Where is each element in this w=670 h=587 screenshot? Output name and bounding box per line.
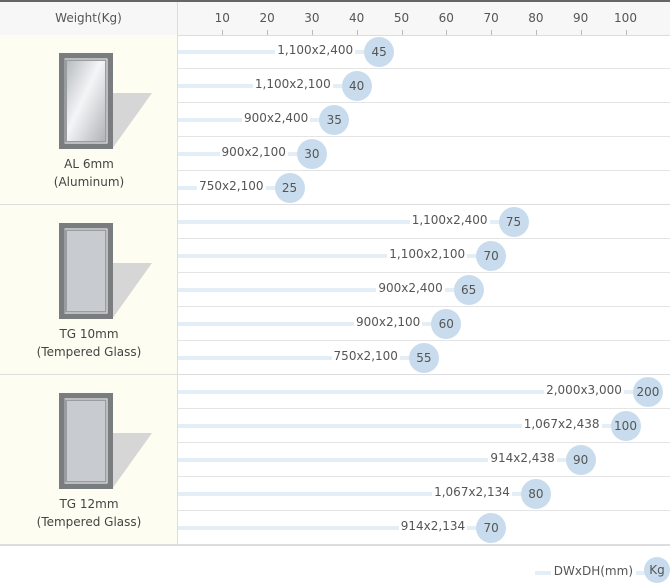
value-bar <box>178 458 581 462</box>
group-name-line1: TG 10mm <box>59 327 119 341</box>
x-tick-mark <box>535 30 537 35</box>
x-tick-label: 10 <box>214 11 230 25</box>
value-bubble: 25 <box>274 173 305 203</box>
group-name-line2: (Tempered Glass) <box>36 345 142 359</box>
data-row: 900x2,100 30 <box>178 137 670 171</box>
x-tick-label: 50 <box>393 11 410 25</box>
legend: DWxDH(mm) Kg <box>535 557 670 587</box>
data-row: 1,067x2,134 80 <box>178 477 670 511</box>
value-bar <box>178 424 626 428</box>
data-row: 900x2,400 65 <box>178 273 670 307</box>
data-row: 750x2,100 55 <box>178 341 670 375</box>
data-row: 900x2,100 60 <box>178 307 670 341</box>
x-tick-label: 70 <box>483 11 499 25</box>
value-bubble: 40 <box>341 71 372 101</box>
group-label-cell: TG 12mm (Tempered Glass) <box>0 375 178 544</box>
value-bubble: 70 <box>476 241 507 271</box>
group-name-line1: AL 6mm <box>64 157 114 171</box>
data-row: 2,000x3,000 200 <box>178 375 670 409</box>
value-bubble: 70 <box>476 513 507 543</box>
value-bubble: 60 <box>431 309 462 339</box>
data-row: 1,100x2,100 40 <box>178 69 670 103</box>
door-window-icon <box>56 221 152 322</box>
value-bubble: 80 <box>520 479 551 509</box>
value-bubble: 90 <box>565 445 596 475</box>
header-label: Weight(Kg) <box>0 2 178 36</box>
size-label: 1,067x2,438 <box>521 417 602 431</box>
group-name: TG 10mm (Tempered Glass) <box>0 325 178 361</box>
x-tick-mark <box>356 30 358 35</box>
chart-header: Weight(Kg) 10 20 30 40 50 60 70 80 90 100 <box>0 2 670 36</box>
size-label: 1,100x2,400 <box>275 43 356 57</box>
x-tick-mark <box>491 30 493 35</box>
x-tick-label: 30 <box>304 11 320 25</box>
size-label: 900x2,100 <box>353 315 423 329</box>
data-row: 1,100x2,400 45 <box>178 35 670 69</box>
value-bubble: 55 <box>408 343 439 373</box>
data-row: 1,100x2,100 70 <box>178 239 670 273</box>
x-tick-label: 80 <box>528 11 544 25</box>
door-window-icon <box>56 391 152 492</box>
x-tick-mark <box>401 30 403 35</box>
value-bubble: 100 <box>610 411 641 441</box>
size-label: 1,100x2,400 <box>409 213 490 227</box>
x-tick-mark <box>446 30 448 35</box>
value-bar <box>178 220 514 224</box>
group-name-line1: TG 12mm <box>59 497 119 511</box>
x-tick-mark <box>625 30 627 35</box>
value-bubble: 75 <box>498 207 529 237</box>
value-bubble: 30 <box>296 139 327 169</box>
size-label: 1,100x2,100 <box>387 247 468 261</box>
weight-chart: Weight(Kg) 10 20 30 40 50 60 70 80 90 100 AL 6mm (… <box>0 0 670 546</box>
x-tick-label: 90 <box>573 11 589 25</box>
group-label-cell: TG 10mm (Tempered Glass) <box>0 205 178 374</box>
value-bar <box>178 322 447 326</box>
group-label-cell: AL 6mm (Aluminum) <box>0 35 178 204</box>
size-label: 900x2,400 <box>376 281 445 295</box>
value-bar <box>178 288 469 292</box>
value-bar <box>178 356 424 360</box>
size-label: 2,000x3,000 <box>544 383 624 397</box>
size-label: 750x2,100 <box>197 179 266 193</box>
size-label: 900x2,100 <box>219 145 288 159</box>
value-bubble: 45 <box>364 37 395 67</box>
group-name: TG 12mm (Tempered Glass) <box>0 495 178 531</box>
value-bubble: 35 <box>319 105 350 135</box>
door-window-icon <box>56 51 152 152</box>
value-bar <box>178 254 492 258</box>
group-name-line2: (Tempered Glass) <box>36 515 142 529</box>
x-tick-label: 20 <box>259 11 275 25</box>
data-row: 914x2,438 90 <box>178 443 670 477</box>
size-label: 750x2,100 <box>331 349 400 363</box>
value-bar <box>178 492 536 496</box>
x-tick-mark <box>311 30 313 35</box>
x-tick-label: 60 <box>438 11 454 25</box>
value-bar <box>178 390 648 394</box>
size-label: 1,067x2,134 <box>432 485 512 499</box>
data-row: 750x2,100 25 <box>178 171 670 205</box>
value-bar <box>178 526 492 530</box>
data-row: 1,100x2,400 75 <box>178 205 670 239</box>
size-label: 914x2,134 <box>398 519 468 533</box>
size-label: 900x2,400 <box>241 111 311 125</box>
group-name-line2: (Aluminum) <box>53 175 125 189</box>
group-name: AL 6mm (Aluminum) <box>0 155 178 191</box>
x-tick-mark <box>580 30 582 35</box>
size-label: 1,100x2,100 <box>252 77 333 91</box>
legend-kg-bubble: Kg <box>644 557 670 583</box>
data-row: 914x2,134 70 <box>178 511 670 545</box>
data-row: 900x2,400 35 <box>178 103 670 137</box>
legend-size-label: DWxDH(mm) <box>550 564 636 578</box>
x-tick-mark <box>222 30 224 35</box>
x-tick-label: 100 <box>614 11 637 25</box>
data-row: 1,067x2,438 100 <box>178 409 670 443</box>
x-tick-label: 40 <box>349 11 365 25</box>
value-bubble: 200 <box>632 377 663 407</box>
size-label: 914x2,438 <box>488 451 557 465</box>
x-tick-mark <box>267 30 269 35</box>
value-bubble: 65 <box>453 275 484 305</box>
